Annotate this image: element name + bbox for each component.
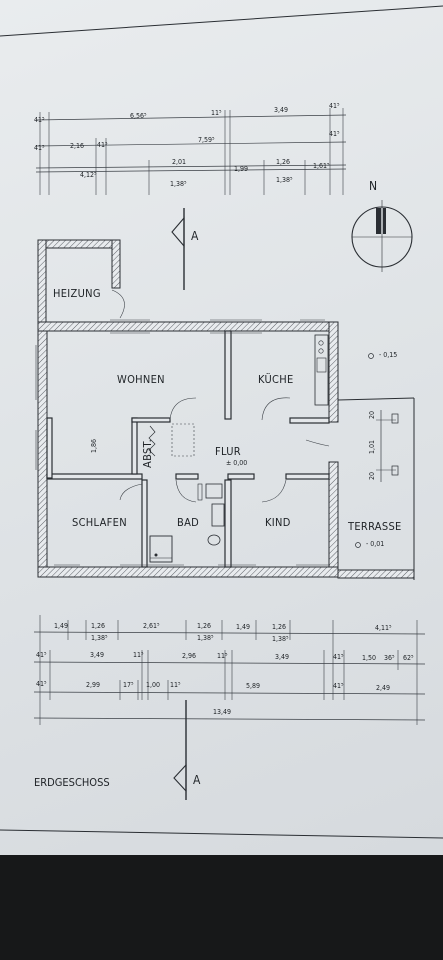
drawing-title: ERDGESCHOSS bbox=[34, 776, 110, 789]
dim-top-r3b-1: 1,38⁵ bbox=[276, 176, 293, 184]
section-marker-top: A bbox=[171, 208, 199, 290]
dim-bot-r3-1: 2,99 bbox=[86, 681, 100, 689]
dim-abst: 1,86 bbox=[90, 439, 98, 453]
dim-terr-a: 20 bbox=[368, 411, 376, 419]
dim-bot-r3-4: 11⁵ bbox=[170, 681, 181, 689]
room-abst: ABST. bbox=[141, 439, 154, 468]
dim-terr-b: 1,01 bbox=[368, 440, 376, 454]
dim-bot-r2-8: 36⁵ bbox=[384, 654, 395, 662]
dim-bot-r1b-2: 1,38⁵ bbox=[272, 635, 289, 643]
dim-bot-r3-6: 41⁵ bbox=[333, 682, 344, 690]
room-bad: BAD bbox=[177, 516, 199, 529]
dim-bot-r2-7: 1,50 bbox=[362, 654, 376, 662]
dim-bot-r2-6: 41⁵ bbox=[333, 653, 344, 661]
dim-bot-r2-3: 2,96 bbox=[182, 652, 196, 660]
dim-top-r2-2: 41⁵ bbox=[97, 141, 108, 149]
dim-top-r2-0: 41⁵ bbox=[34, 144, 45, 152]
room-heizung: HEIZUNG bbox=[53, 287, 101, 300]
dim-bot-r1-0: 1,49 bbox=[54, 622, 68, 630]
dim-bot-r3-5: 5,89 bbox=[246, 682, 260, 690]
bottom-dimension-chains: 1,49 1,26 2,61⁵ 1,26 1,49 1,26 4,11⁵ 1,3… bbox=[33, 615, 426, 725]
dim-bot-r2-5: 3,49 bbox=[275, 653, 289, 661]
dim-bot-r3-3: 1,00 bbox=[146, 681, 160, 689]
dim-terr-c: 20 bbox=[368, 472, 376, 480]
dim-top-r2-4: 41⁵ bbox=[329, 130, 340, 138]
paper-sheet bbox=[0, 0, 443, 855]
dim-bot-r1-4: 1,49 bbox=[236, 623, 250, 631]
dim-top-r1-4: 41⁵ bbox=[329, 102, 340, 110]
level-flur: ± 0,00 bbox=[226, 459, 247, 467]
dim-top-r3b-0: 1,38⁵ bbox=[170, 180, 187, 188]
dim-top-r2-3: 7,59⁵ bbox=[198, 136, 215, 144]
north-label: N bbox=[369, 179, 377, 193]
paper-bottom-edge bbox=[0, 829, 443, 839]
dim-bot-r1b-0: 1,38⁵ bbox=[91, 634, 108, 642]
paper-top-edge bbox=[0, 5, 443, 37]
dim-bot-r3-7: 2,49 bbox=[376, 684, 390, 692]
dim-top-r3-0: 4,12⁵ bbox=[80, 171, 97, 179]
dim-bot-r2-4: 11⁵ bbox=[217, 652, 228, 660]
dim-top-r3-1: 2,01 bbox=[172, 158, 186, 166]
dim-bot-r2-1: 3,49 bbox=[90, 651, 104, 659]
dim-top-r3-3: 1,26 bbox=[276, 158, 290, 166]
room-schlafen: SCHLAFEN bbox=[72, 516, 127, 529]
dim-bot-r1b-1: 1,38⁵ bbox=[197, 634, 214, 642]
room-kueche: KÜCHE bbox=[258, 373, 294, 386]
dim-top-r1-2: 11⁵ bbox=[211, 109, 222, 117]
dim-top-r3-4: 1,61⁵ bbox=[313, 162, 330, 170]
dim-bot-r2-2: 11⁵ bbox=[133, 651, 144, 659]
walls bbox=[35, 239, 415, 580]
dim-bot-r3-2: 17⁵ bbox=[123, 681, 134, 689]
dim-top-r1-0: 41⁵ bbox=[34, 116, 45, 124]
terrace-vertical-dims: 20 1,01 20 bbox=[368, 410, 399, 482]
level-terrasse: - 0,01 bbox=[366, 540, 384, 548]
dim-bot-r1-5: 1,26 bbox=[272, 623, 286, 631]
dim-bot-r1-1: 1,26 bbox=[91, 622, 105, 630]
dim-top-r1-1: 6,56⁵ bbox=[130, 112, 147, 120]
section-marker-bottom: A bbox=[173, 700, 201, 800]
dim-bot-r1-3: 1,26 bbox=[197, 622, 211, 630]
room-wohnen: WOHNEN bbox=[117, 373, 165, 386]
dim-top-r3-2: 1,99 bbox=[234, 165, 248, 173]
room-terrasse: TERRASSE bbox=[347, 520, 402, 533]
top-dimension-chains: 41⁵ 6,56⁵ 11⁵ 3,49 41⁵ 41⁵ 2,16 41⁵ 7,59… bbox=[34, 102, 347, 195]
dim-top-r2-1: 2,16 bbox=[70, 142, 84, 150]
dim-bot-r2-9: 62⁵ bbox=[403, 654, 414, 662]
dim-bot-r3-0: 41⁵ bbox=[36, 680, 47, 688]
room-flur: FLUR bbox=[215, 445, 241, 458]
dim-bot-r2-0: 41⁵ bbox=[36, 651, 47, 659]
section-label-bottom: A bbox=[193, 773, 201, 787]
room-kind: KIND bbox=[265, 516, 291, 529]
dim-bot-r4-0: 13,49 bbox=[213, 708, 231, 716]
north-arrow: N bbox=[351, 179, 413, 272]
dim-bot-r1-6: 4,11⁵ bbox=[375, 624, 392, 632]
section-label-top: A bbox=[191, 229, 199, 243]
level-kueche-outside: - 0,15 bbox=[379, 351, 397, 359]
dim-top-r1-3: 3,49 bbox=[274, 106, 288, 114]
dim-bot-r1-2: 2,61⁵ bbox=[143, 622, 160, 630]
